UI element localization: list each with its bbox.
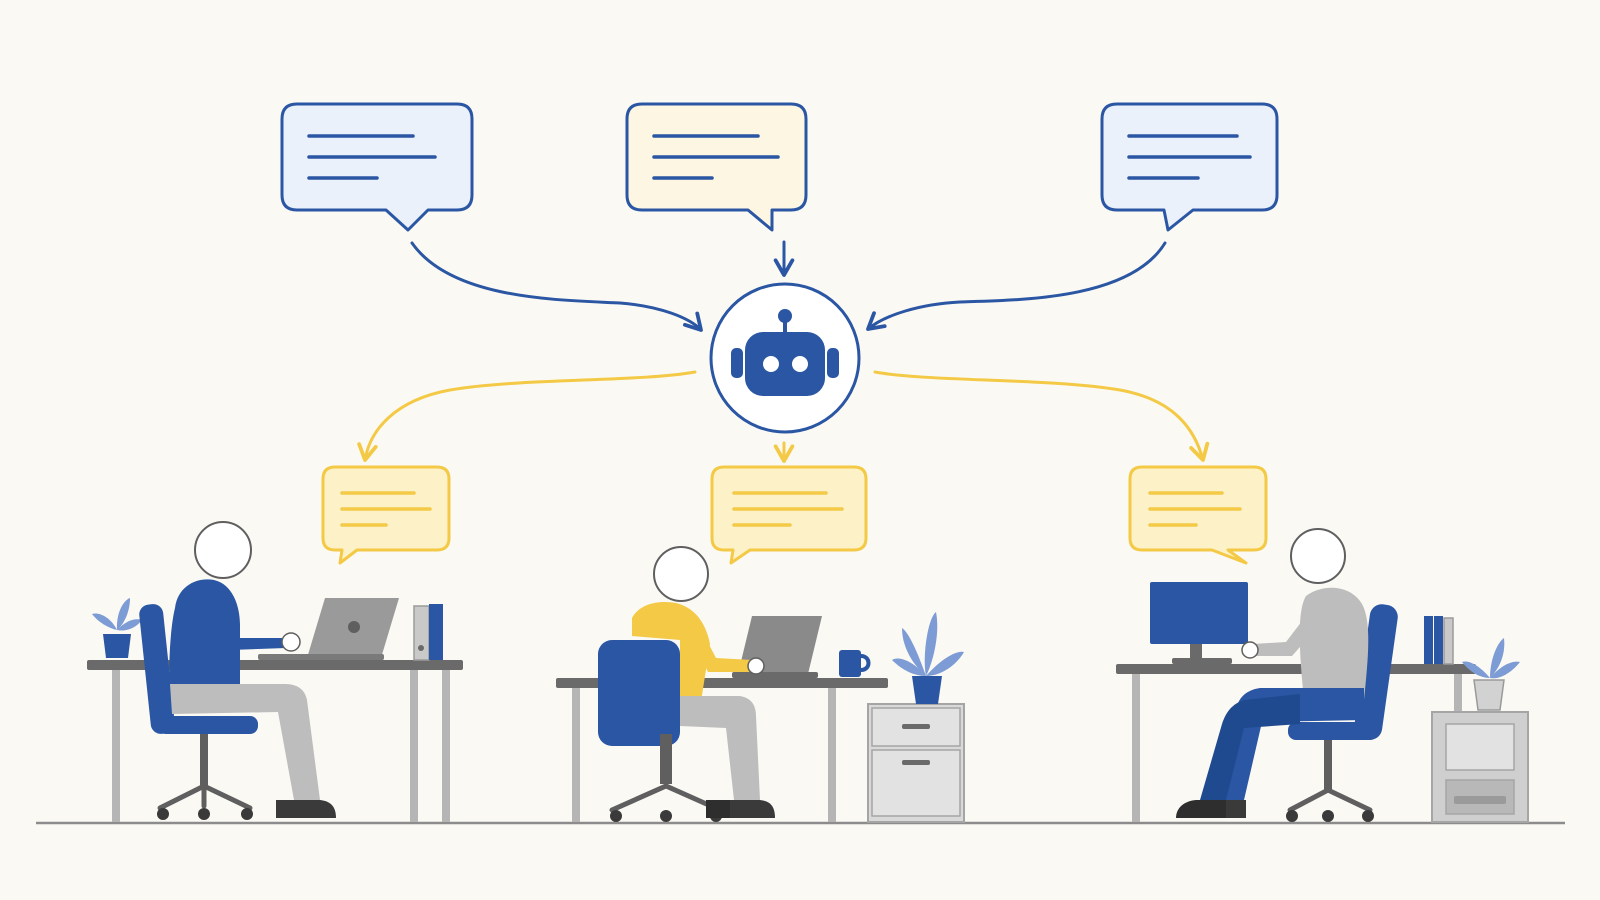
desk-leg [410,670,418,822]
arm [208,595,286,650]
shoe [1176,800,1226,818]
robot-icon [731,309,839,396]
laptop-icon [258,598,399,660]
plant-icon [892,612,964,704]
arm [684,612,752,672]
incoming-arrow-right [866,241,1167,331]
desk-top [87,660,463,670]
message-bubble-icon [625,102,808,232]
reply-bubble-icon [321,465,451,565]
person-left [169,521,336,818]
incoming-message-center [625,102,808,232]
desk-leg [828,688,836,822]
desk-leg [1132,674,1140,822]
head [194,521,252,579]
hand [281,632,301,652]
outgoing-reply-center [710,465,868,565]
legs [170,684,320,800]
person-right [1176,528,1369,818]
monitor-icon [1150,582,1248,664]
torso [169,579,240,700]
legs [1200,694,1300,800]
incoming-message-right [1100,102,1279,232]
ai-hub [709,282,861,434]
desk-top [1116,664,1476,674]
message-bubble-icon [1100,102,1279,232]
workstation-left [87,521,463,822]
head [1290,528,1346,584]
reply-bubble-icon [1128,465,1268,565]
arm [1252,608,1322,656]
desk-leg [1454,674,1462,714]
hand [1241,641,1259,659]
desk-leg [442,670,450,822]
legs [680,696,760,800]
incoming-arrow-left [410,241,703,332]
outgoing-reply-left [321,465,451,565]
desk-leg [572,688,580,822]
outgoing-reply-right [1128,465,1268,565]
binders-icon [413,604,443,661]
outgoing-arrow-right [873,370,1210,462]
office-chair [1286,604,1398,822]
storage-cabinet [1431,711,1529,823]
shoe [706,800,730,818]
head [653,546,709,602]
binders-icon [1424,616,1454,665]
torso [1299,587,1369,700]
office-chair [139,604,258,820]
plant-icon [92,598,142,658]
message-bubble-icon [280,102,474,232]
desk-leg [112,670,120,822]
plant-icon [1462,638,1520,711]
workstation-right [1116,528,1529,823]
shoe [276,800,336,818]
shoe [720,800,775,818]
reply-bubble-icon [710,465,868,565]
mug-icon [839,650,871,677]
office-chair [598,640,723,822]
incoming-message-left [280,102,474,232]
hand [747,657,765,675]
file-cabinet [867,703,965,823]
person-center [632,546,775,818]
outgoing-arrow-left [357,370,697,462]
workstation-center [556,546,965,823]
